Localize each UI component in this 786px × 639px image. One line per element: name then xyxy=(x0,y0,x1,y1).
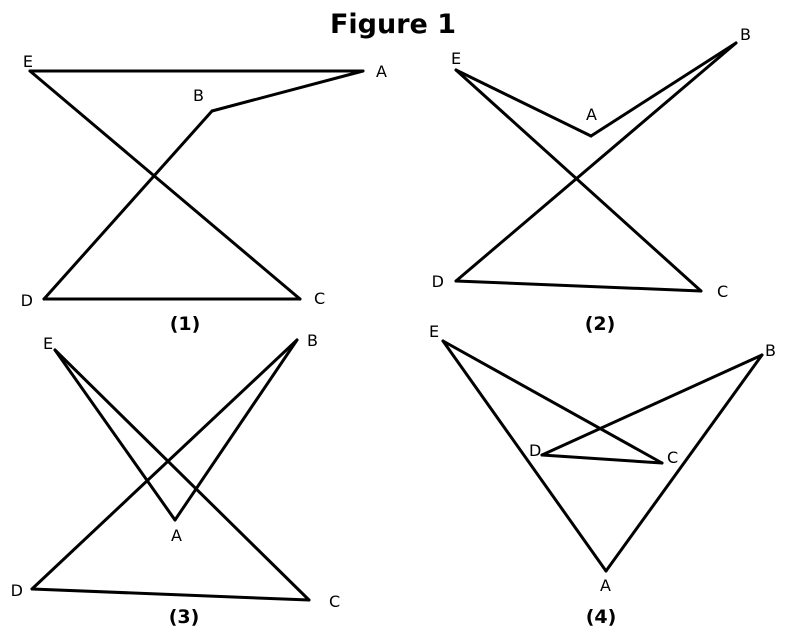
edge-a-b xyxy=(589,41,738,138)
panel-2-caption: (2) xyxy=(585,313,616,335)
label-a: A xyxy=(586,105,597,124)
edge-b-d xyxy=(42,109,214,301)
label-d: D xyxy=(529,441,541,460)
edge-d-c xyxy=(454,279,703,293)
label-e: E xyxy=(429,322,439,341)
edge-d-c xyxy=(30,587,311,602)
panel-1-caption: (1) xyxy=(170,313,201,335)
label-d: D xyxy=(432,272,444,291)
edge-e-a xyxy=(454,68,593,138)
panel-3-edges xyxy=(30,338,311,602)
edge-c-e xyxy=(441,339,664,465)
edge-b-d xyxy=(540,353,764,457)
panel-3-caption: (3) xyxy=(169,606,200,628)
edge-e-a xyxy=(53,348,177,522)
edge-b-d xyxy=(30,338,299,591)
label-c: C xyxy=(314,289,325,308)
label-d: D xyxy=(11,581,23,600)
edge-c-e xyxy=(454,68,703,293)
edge-c-e xyxy=(53,348,311,602)
panel-2-edges xyxy=(454,41,738,293)
panel-1: E A B D C (1) xyxy=(21,52,387,335)
panel-2: E A B D C (2) xyxy=(432,25,751,335)
edge-b-d xyxy=(454,41,738,283)
edge-a-b xyxy=(210,69,365,113)
label-c: C xyxy=(329,592,340,611)
edge-a-b xyxy=(604,353,764,573)
panel-3: E A B D C (3) xyxy=(11,331,341,628)
panel-4-caption: (4) xyxy=(586,606,617,628)
label-c: C xyxy=(667,448,678,467)
edge-a-b xyxy=(173,338,299,522)
label-e: E xyxy=(451,49,461,68)
figure-title: Figure 1 xyxy=(330,9,456,40)
label-c: C xyxy=(717,282,728,301)
edge-e-a xyxy=(441,339,608,573)
panel-4-edges xyxy=(441,339,764,573)
label-a: A xyxy=(171,526,182,545)
label-a: A xyxy=(600,576,611,595)
edge-d-c xyxy=(540,453,664,465)
label-e: E xyxy=(43,334,53,353)
label-b: B xyxy=(765,341,776,360)
edge-c-e xyxy=(28,69,302,301)
panel-1-edges xyxy=(28,69,365,301)
panel-4: E A B D C (4) xyxy=(429,322,776,628)
label-b: B xyxy=(740,25,751,44)
label-a: A xyxy=(376,62,387,81)
label-b: B xyxy=(193,86,204,105)
label-b: B xyxy=(307,331,318,350)
label-d: D xyxy=(21,291,33,310)
label-e: E xyxy=(23,52,33,71)
